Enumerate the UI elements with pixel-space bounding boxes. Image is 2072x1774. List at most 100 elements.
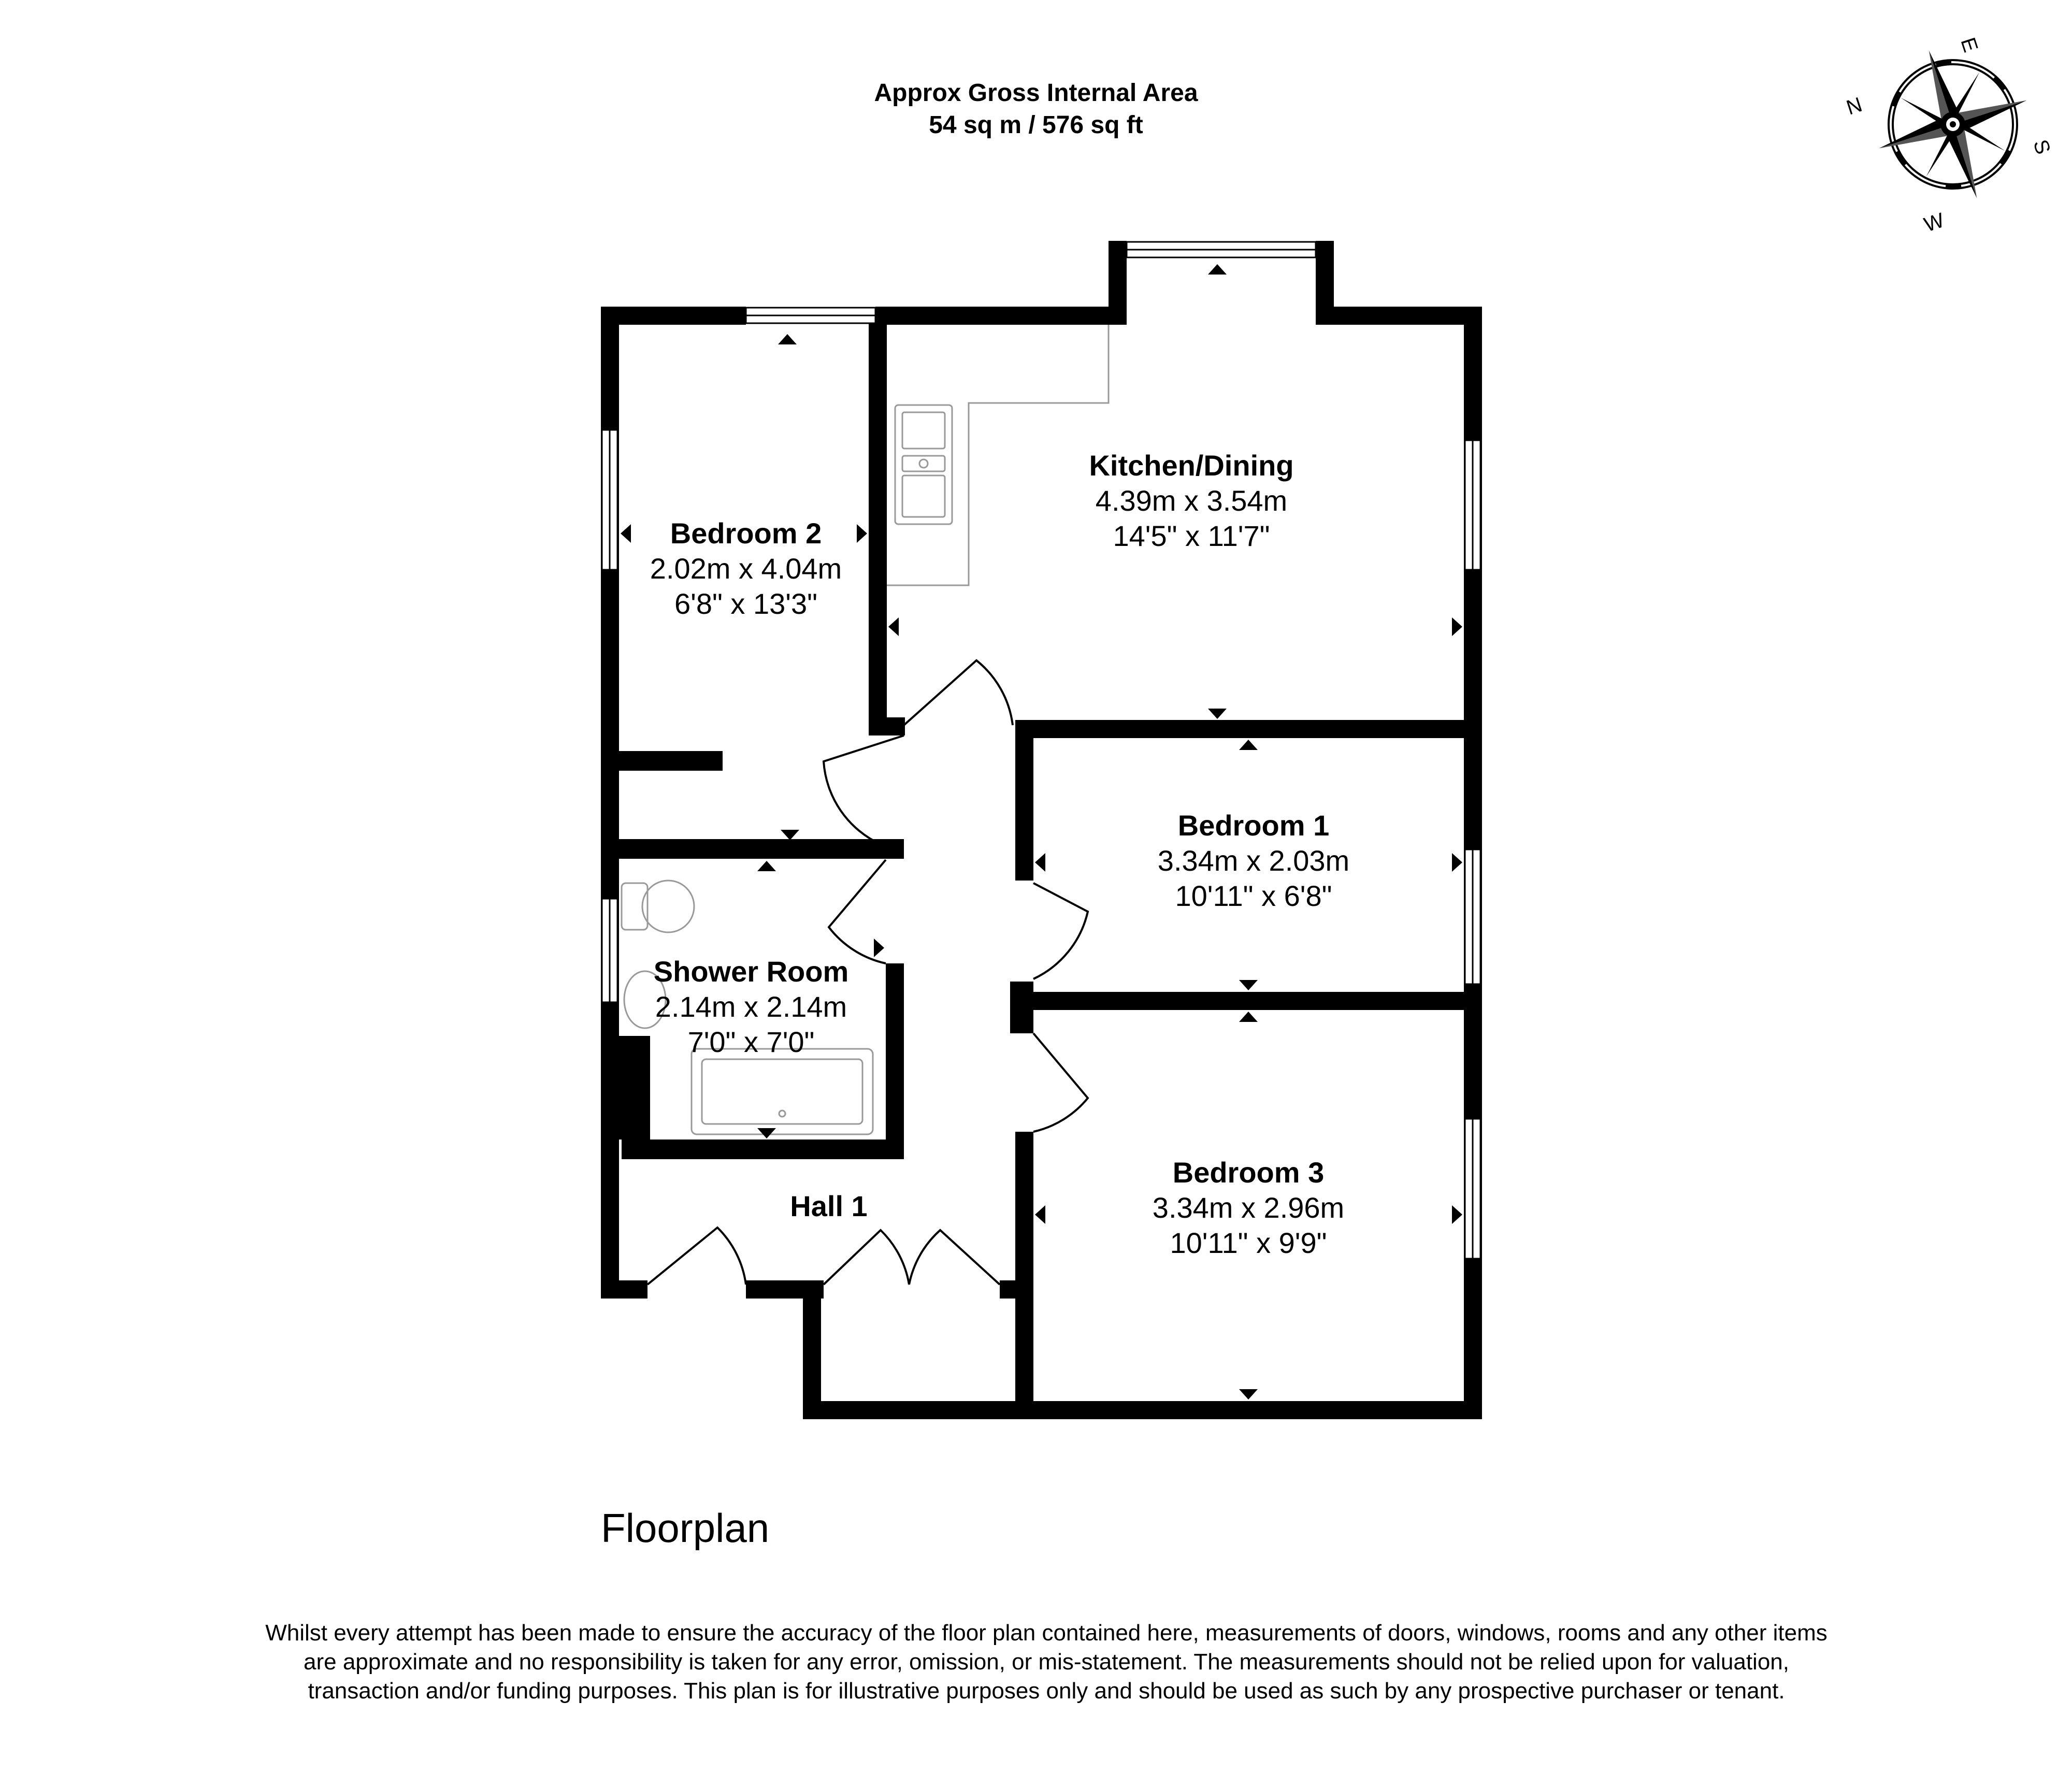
shower-drain (778, 1109, 786, 1118)
room-hall-label: Hall 1 (751, 1189, 906, 1224)
arrow-bed1-top (1239, 740, 1258, 750)
door-entrance (646, 1226, 747, 1286)
compass-w: W (1921, 209, 1947, 237)
arrow-kitchen-bottom (1208, 709, 1227, 719)
arrow-bed3-top (1239, 1012, 1258, 1022)
worktop-outline (887, 325, 1110, 586)
room-bedroom3-label: Bedroom 3 3.34m x 2.96m 10'11" x 9'9" (1124, 1155, 1373, 1261)
door-bedroom1 (1033, 882, 1089, 980)
compass-point-down-a (1947, 124, 1977, 198)
arrow-bed2-top (778, 334, 797, 344)
room-bedroom1-metric: 3.34m x 2.03m (1157, 844, 1350, 877)
wall-bed2-shower (619, 839, 904, 859)
room-kitchen-imperial: 14'5" x 11'7" (1113, 520, 1270, 552)
kitchen-fittings (887, 325, 1110, 586)
wall-shower-pier (601, 1036, 650, 1140)
room-bedroom2-imperial: 6'8" x 13'3" (674, 587, 817, 620)
room-hall-name: Hall 1 (790, 1190, 868, 1222)
arrow-kitchen-left (888, 617, 899, 636)
doors (646, 659, 1089, 1286)
floorplan-caption: Floorplan (601, 1505, 770, 1551)
arrow-shower-bottom (757, 1128, 776, 1138)
wall-bay-left (1109, 241, 1127, 325)
sink-main-bowl (901, 474, 946, 518)
wall-bed1-bed3 (1026, 992, 1481, 1010)
room-kitchen-label: Kitchen/Dining 4.39m x 3.54m 14'5" x 11'… (1057, 448, 1326, 554)
arrow-bed3-bottom (1239, 1389, 1258, 1400)
compass-e: E (1956, 35, 1982, 55)
room-shower-name: Shower Room (653, 955, 849, 988)
door-cupboard-left (823, 1229, 910, 1286)
compass-point-right-a (1953, 100, 2027, 131)
arrow-shower-right (874, 939, 884, 957)
wall-bed2-top-left (601, 307, 746, 325)
wall-kitchen-top-right (1316, 307, 1481, 325)
compass-n: N (1844, 93, 1865, 120)
windows (601, 241, 1481, 1260)
arrow-bed1-right (1452, 853, 1462, 872)
wall-bed2-robe (619, 751, 723, 771)
wall-shower-hall (886, 963, 904, 1158)
sink-tap (918, 458, 929, 469)
room-bedroom3-name: Bedroom 3 (1172, 1156, 1325, 1189)
room-kitchen-name: Kitchen/Dining (1089, 449, 1294, 482)
area-value: 54 sq m / 576 sq ft (929, 111, 1143, 139)
arrow-bed2-left (621, 524, 631, 543)
arrow-bed2-bottom (781, 830, 799, 840)
sink-small-bowl (901, 455, 946, 472)
arrow-bed2-right (857, 524, 867, 543)
door-kitchen (903, 659, 1014, 726)
room-bedroom1-name: Bedroom 1 (1177, 809, 1330, 842)
room-bedroom2-metric: 2.02m x 4.04m (650, 552, 842, 585)
arrow-bed1-left (1035, 853, 1045, 872)
door-shower (827, 859, 887, 964)
arrow-kitchen-right (1452, 617, 1462, 636)
sink-drainer (901, 411, 946, 450)
compass-point-up-a (1929, 50, 1959, 124)
arrow-bed3-right (1452, 1205, 1462, 1224)
room-bedroom1-label: Bedroom 1 3.34m x 2.03m 10'11" x 6'8" (1129, 808, 1378, 914)
room-bedroom2-name: Bedroom 2 (670, 517, 822, 550)
wall-kitchen-bed1 (1015, 720, 1471, 738)
wall-entry-mid (746, 1280, 824, 1299)
shower-tray-inner (701, 1058, 864, 1125)
dimension-arrows (621, 264, 1462, 1400)
arrow-bed1-bottom (1239, 980, 1258, 990)
door-cupboard-right (908, 1229, 1001, 1286)
wall-entry-left (601, 1280, 648, 1299)
compass-point-left-a (1879, 118, 1953, 149)
basin (623, 970, 667, 1029)
compass-s: S (2028, 137, 2054, 157)
wall-cupboard-west (803, 1286, 821, 1419)
door-bedroom3 (1032, 1032, 1089, 1133)
area-title: Approx Gross Internal Area (874, 79, 1198, 107)
wall-bed1-hall-top (1015, 725, 1033, 881)
shower-tray-outer (690, 1048, 874, 1135)
wall-south (803, 1401, 1482, 1419)
wall-bed2-top-right (875, 307, 1114, 325)
wc-cistern (621, 882, 649, 931)
compass-hub-dot (1950, 121, 1956, 127)
room-shower-imperial: 7'0" x 7'0" (687, 1026, 815, 1058)
room-bedroom1-imperial: 10'11" x 6'8" (1175, 879, 1332, 912)
room-bedroom2-label: Bedroom 2 2.02m x 4.04m 6'8" x 13'3" (622, 516, 870, 622)
wall-stub-hall (869, 717, 905, 735)
room-bedroom3-metric: 3.34m x 2.96m (1152, 1191, 1345, 1224)
wall-bed2-kitchen (869, 314, 887, 733)
room-shower-label: Shower Room 2.14m x 2.14m 7'0" x 7'0" (632, 954, 870, 1060)
room-bedroom3-imperial: 10'11" x 9'9" (1170, 1227, 1327, 1259)
arrow-bed3-left (1035, 1205, 1045, 1224)
door-bedroom2 (822, 734, 904, 845)
bathroom-fittings (621, 879, 874, 1135)
wall-bed3-hall (1015, 1132, 1033, 1419)
wc-bowl (641, 879, 695, 933)
sink-unit (894, 404, 953, 525)
wall-shower-bottom (622, 1140, 904, 1159)
disclaimer-text: Whilst every attempt has been made to en… (265, 1620, 1828, 1704)
room-kitchen-metric: 4.39m x 3.54m (1095, 484, 1288, 517)
arrow-kitchen-top (1208, 264, 1227, 275)
compass-rose (1879, 50, 2027, 198)
arrow-shower-top (757, 861, 776, 871)
room-shower-metric: 2.14m x 2.14m (655, 990, 847, 1023)
